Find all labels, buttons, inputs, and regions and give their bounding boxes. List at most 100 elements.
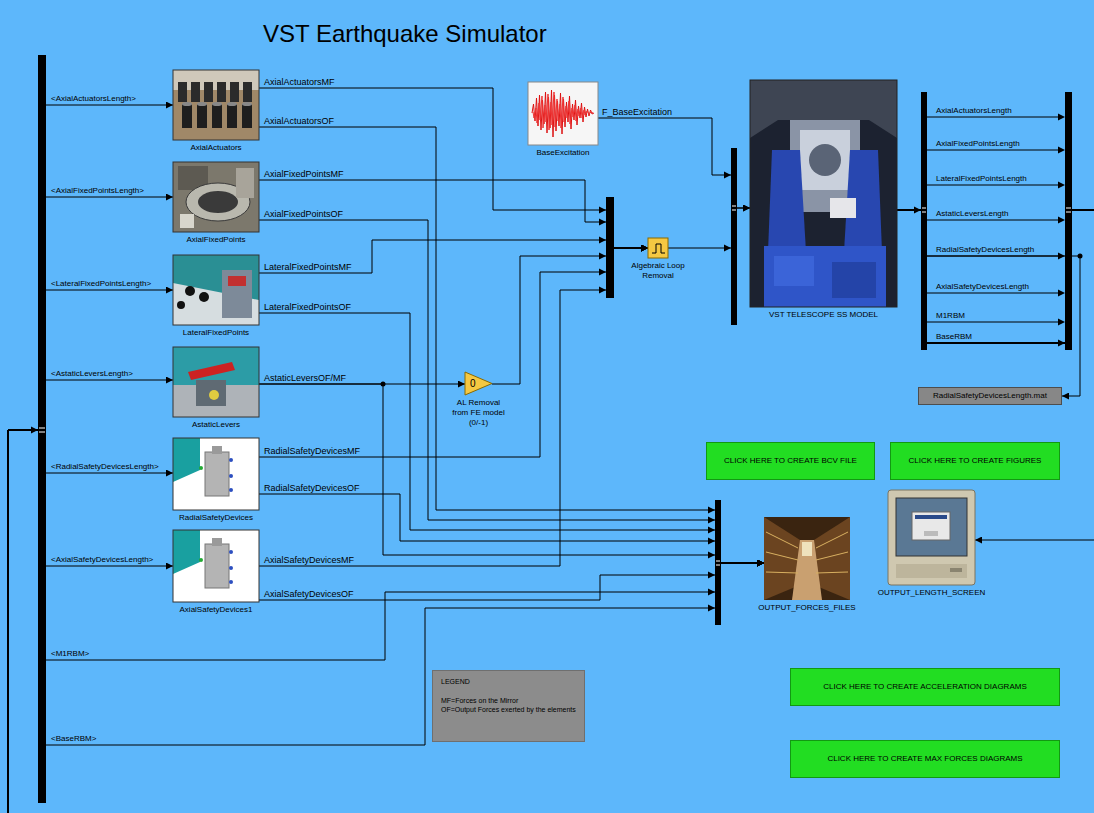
block-shape	[173, 347, 259, 417]
signal-line	[259, 248, 648, 457]
signal-name: AxialActuatorsLength	[935, 106, 1013, 116]
safety-device-block: AxialSafetyDevices1	[173, 530, 259, 615]
bus-marks	[39, 206, 1071, 565]
source-block: BaseExcitation	[528, 82, 598, 158]
signal-name: AxialFixedPointsOF	[263, 209, 344, 219]
actuators-photo	[173, 70, 259, 140]
block-shape	[173, 255, 259, 325]
block-caption: OUTPUT_FORCES_FILES	[758, 603, 855, 613]
signal-name: BaseRBM	[935, 332, 973, 342]
signal-name: AxialFixedPointsLength	[935, 139, 1021, 149]
memory-block	[648, 238, 668, 258]
block-caption: AstaticLevers	[173, 420, 259, 430]
gain-value: 0	[465, 372, 492, 395]
block-caption: AxialSafetyDevices1	[173, 605, 259, 615]
button-label: CLICK HERE TO CREATE BCV FILE	[724, 456, 857, 466]
fixed-point-block: AxialFixedPoints	[173, 162, 259, 245]
signal-line	[8, 210, 1094, 813]
bus-bars	[38, 55, 1072, 803]
block-caption: Algebraic Loop Removal	[622, 261, 694, 281]
signal-line	[259, 180, 648, 248]
signal-name: <RadialSafetyDevicesLength>	[50, 462, 160, 472]
diagram-title: VST Earthquake Simulator	[263, 20, 547, 48]
block-caption: AxialActuators	[173, 143, 259, 153]
action-button: CLICK HERE TO CREATE BCV FILE	[706, 442, 875, 480]
file-block: RadialSafetyDevicesLength.mat	[918, 387, 1062, 405]
block-name: AxialSafetyDevices1	[180, 605, 253, 615]
signal-name: <AstaticLeversLength>	[50, 369, 134, 379]
block-name: VST TELESCOPE SS MODEL	[769, 310, 878, 320]
bus-wires	[927, 117, 1060, 343]
signal-name: AstaticLeversOF/MF	[263, 373, 347, 383]
signal-line	[8, 105, 1094, 813]
sink-block: OUTPUT_FORCES_FILES	[758, 517, 855, 613]
block-name: OUTPUT_LENGTH_SCREEN	[878, 588, 986, 598]
signal-name: RadialSafetyDevicesMF	[263, 446, 361, 456]
block-name: AL Removal from FE model (0/-1)	[450, 398, 508, 428]
signal-line	[259, 127, 764, 563]
signal-line	[259, 88, 648, 248]
action-button: CLICK HERE TO CREATE MAX FORCES DIAGRAMS	[790, 740, 1060, 778]
legend-text: MF=Forces on the Mirror	[441, 696, 518, 705]
signal-name: <AxialSafetyDevicesLength>	[50, 555, 154, 565]
gain-block: 0 AL Removal from FE model (0/-1)	[450, 372, 508, 428]
signal-name: <BaseRBM>	[50, 734, 97, 744]
signal-line	[259, 563, 764, 600]
signal-name: AxialSafetyDevicesMF	[263, 555, 355, 565]
gain-triangle	[465, 372, 492, 395]
block-shape	[173, 438, 259, 510]
block-name: RadialSafetyDevices	[179, 513, 253, 523]
signal-name: M1RBM	[935, 311, 966, 321]
actuator-block: AxialActuators	[173, 70, 259, 153]
block-name: AstaticLevers	[192, 420, 240, 430]
signal-line	[259, 494, 764, 563]
block-caption: VST TELESCOPE SS MODEL	[750, 310, 897, 320]
fixed-points-photo	[173, 162, 259, 232]
signal-line	[259, 313, 764, 563]
telescope-photo	[750, 80, 897, 307]
signal-line	[259, 220, 764, 563]
signal-name: <M1RBM>	[50, 649, 90, 659]
block-shape	[648, 238, 668, 258]
memory-block: Algebraic Loop Removal	[622, 238, 694, 281]
button-label: CLICK HERE TO CREATE MAX FORCES DIAGRAMS	[827, 754, 1022, 764]
signal-name: AstaticLeversLength	[935, 209, 1010, 219]
signal-line	[668, 208, 750, 248]
port-arrowheads	[31, 114, 1065, 612]
signal-line	[8, 197, 1094, 813]
model-block: VST TELESCOPE SS MODEL	[750, 80, 897, 320]
block-shape	[888, 490, 975, 585]
fixed-point-block: LateralFixedPoints	[173, 255, 259, 338]
display-block: OUTPUT_LENGTH_SCREEN	[878, 490, 986, 598]
branch-dots	[381, 254, 1083, 387]
signal-line	[598, 118, 750, 208]
signal-line	[8, 210, 1094, 813]
action-button: CLICK HERE TO CREATE FIGURES	[890, 442, 1060, 480]
block-shape	[764, 517, 850, 600]
block-shape	[173, 530, 259, 602]
block-name: AxialActuators	[190, 143, 241, 153]
block-shape	[173, 162, 259, 232]
block-shape	[528, 82, 598, 145]
signal-name: AxialActuatorsOF	[263, 116, 335, 126]
block-name: OUTPUT_FORCES_FILES	[758, 603, 855, 613]
signal-name: AxialActuatorsMF	[263, 77, 336, 87]
block-caption: OUTPUT_LENGTH_SCREEN	[878, 588, 986, 598]
block-name: BaseExcitation	[537, 148, 590, 158]
signal-lines	[8, 88, 1094, 813]
block-shape	[173, 70, 259, 140]
file-name: RadialSafetyDevicesLength.mat	[933, 391, 1047, 401]
signal-name: RadialSafetyDevicesLength	[935, 245, 1035, 255]
signal-name: LateralFixedPointsMF	[263, 262, 353, 272]
action-button: CLICK HERE TO CREATE ACCELERATION DIAGRA…	[790, 668, 1060, 706]
block-caption: AL Removal from FE model (0/-1)	[450, 398, 508, 428]
safety-device-cad	[173, 438, 259, 510]
button-label: CLICK HERE TO CREATE FIGURES	[909, 456, 1042, 466]
safety-device-block: RadialSafetyDevices	[173, 438, 259, 523]
signal-line	[8, 210, 1094, 813]
monitor-icon	[888, 490, 975, 585]
lateral-points-cad	[173, 255, 259, 325]
block-shape	[750, 80, 897, 307]
signal-name: AxialSafetyDevicesLength	[935, 282, 1030, 292]
